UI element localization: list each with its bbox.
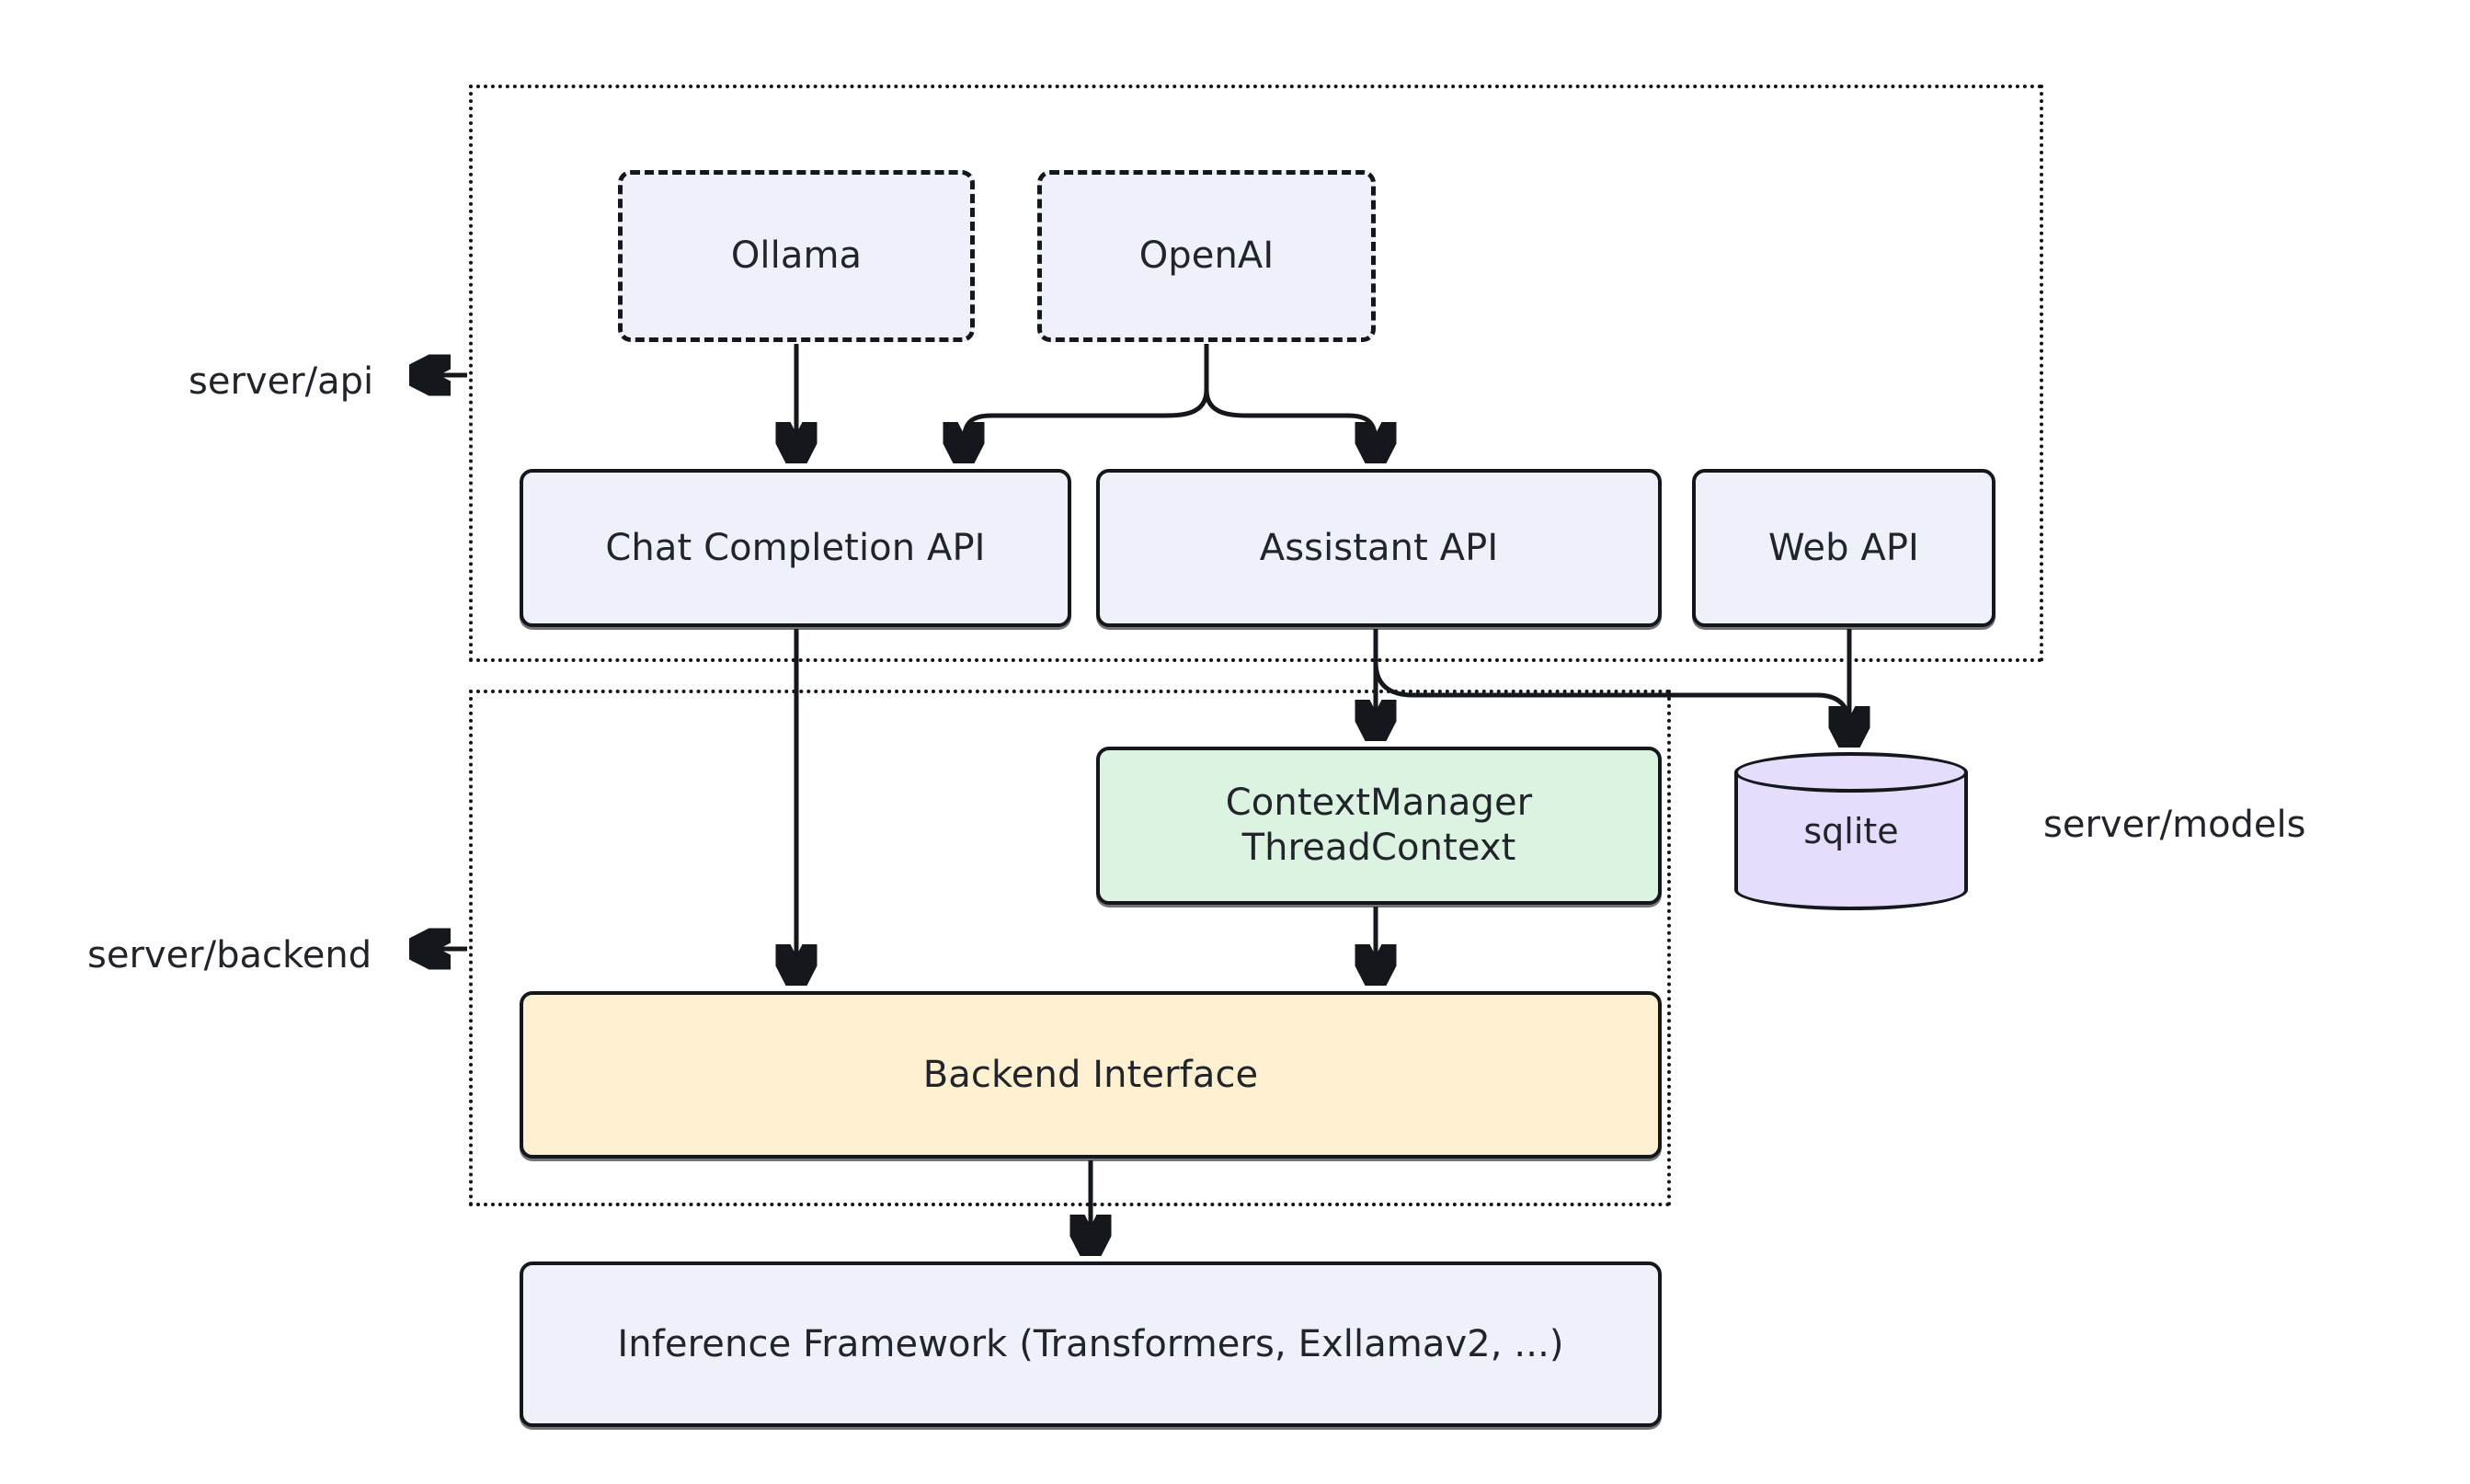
group-server-api xyxy=(469,85,2043,662)
node-backend-interface-label: Backend Interface xyxy=(922,1053,1259,1096)
group-label-server-backend: server/backend xyxy=(87,934,372,976)
sqlite-cylinder-top xyxy=(1734,752,1968,793)
node-context-manager-line-1: ContextManager xyxy=(1225,782,1533,825)
node-context-manager-label: ContextManager ThreadContext xyxy=(1226,781,1532,871)
node-inference-framework[interactable]: Inference Framework (Transformers, Exlla… xyxy=(520,1261,1662,1427)
group-label-server-api: server/api xyxy=(189,360,374,403)
node-assistant-api-label: Assistant API xyxy=(1259,526,1499,569)
node-web-api-label: Web API xyxy=(1768,526,1919,569)
node-inference-framework-label: Inference Framework (Transformers, Exlla… xyxy=(617,1322,1564,1365)
node-context-manager[interactable]: ContextManager ThreadContext xyxy=(1096,747,1662,905)
node-backend-interface[interactable]: Backend Interface xyxy=(520,991,1662,1159)
node-chat-completion-api[interactable]: Chat Completion API xyxy=(520,469,1071,627)
node-ollama-label: Ollama xyxy=(730,234,863,278)
node-openai-label: OpenAI xyxy=(1138,234,1275,278)
group-server-backend xyxy=(469,690,1671,1206)
node-chat-completion-api-label: Chat Completion API xyxy=(605,526,986,569)
node-ollama[interactable]: Ollama xyxy=(618,170,975,342)
node-sqlite[interactable]: sqlite xyxy=(1734,752,1968,910)
node-openai[interactable]: OpenAI xyxy=(1037,170,1376,342)
group-label-server-models: server/models xyxy=(2043,804,2306,846)
node-assistant-api[interactable]: Assistant API xyxy=(1096,469,1662,627)
node-web-api[interactable]: Web API xyxy=(1692,469,1995,627)
node-sqlite-label: sqlite xyxy=(1803,811,1899,851)
node-context-manager-line-2: ThreadContext xyxy=(1241,827,1516,869)
